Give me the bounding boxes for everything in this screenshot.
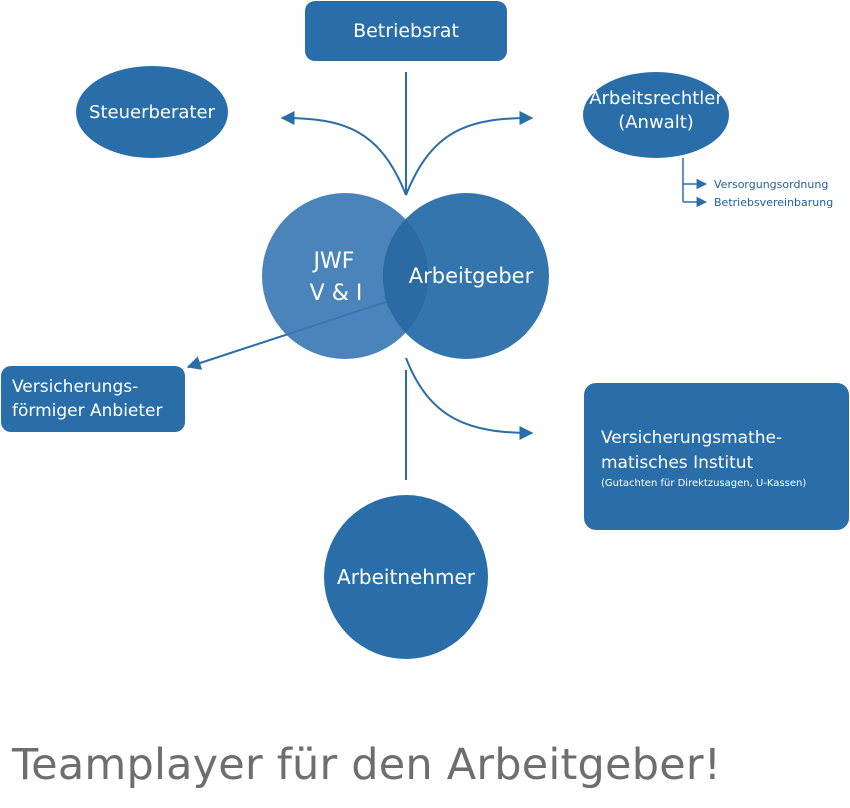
node-institut-label-1: Versicherungsmathe- [601,428,782,448]
venn-overlap [382,219,429,333]
node-versicherungs-label-1: Versicherungs- [12,377,138,397]
node-arbeitgeber-label: Arbeitgeber [409,264,534,288]
subitem-betriebsvereinbarung: Betriebsvereinbarung [714,196,833,209]
node-versicherungsmathematisches-institut [584,383,849,530]
node-institut-label-2: matisches Institut [601,453,754,473]
node-arbeitgeber [383,193,549,359]
node-steuerberater [76,66,228,158]
node-jwf [262,193,428,359]
node-jwf-label-2: V & I [310,281,363,306]
node-institut-note: (Gutachten für Direktzusagen, U-Kassen) [601,478,806,489]
node-jwf-label-1: JWF [312,249,355,274]
node-arbeitsrechtler-label-2: (Anwalt) [618,112,694,133]
page-title: Teamplayer für den Arbeitgeber! [12,740,722,790]
node-versicherungsfoermiger-anbieter [1,366,185,432]
node-betriebsrat-label: Betriebsrat [353,20,459,42]
node-betriebsrat [305,1,507,61]
arrow-to-steuerberater [280,111,407,196]
node-arbeitnehmer-label: Arbeitnehmer [337,565,476,589]
arrow-to-institut [405,357,534,440]
node-versicherungs-label-2: förmiger Anbieter [12,401,163,421]
node-arbeitsrechtler-label-1: Arbeitsrechtler [589,88,723,109]
arrow-to-arbeitsrechtler [405,111,534,196]
node-steuerberater-label: Steuerberater [89,102,216,123]
subitem-versorgungsordnung: Versorgungsordnung [714,178,828,191]
node-arbeitsrechtler [583,72,729,158]
node-arbeitnehmer [324,495,488,659]
